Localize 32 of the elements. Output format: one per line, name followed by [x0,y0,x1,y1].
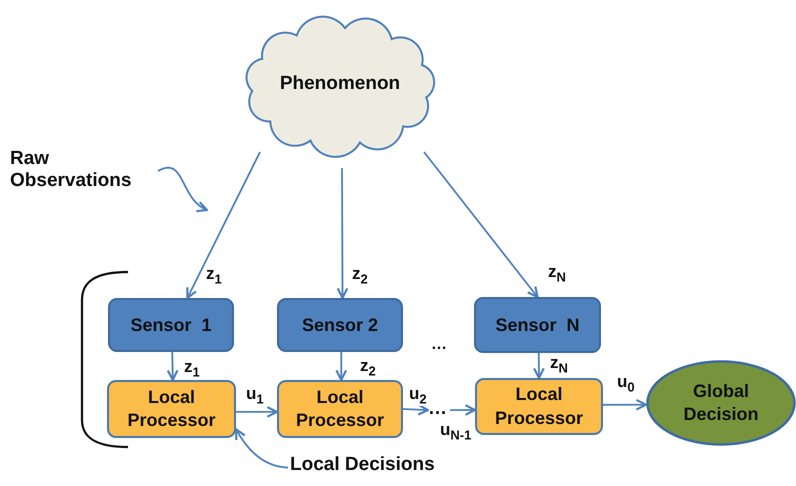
arrow [336,168,348,300]
curved-arrow [234,428,288,468]
node-label: Local Processor [294,386,386,432]
arrow [423,151,539,298]
sensor-box [277,298,403,352]
processor-box [107,380,236,438]
arrow [402,404,430,416]
node-label: Sensor N [495,314,580,336]
annotation-text: Local Decisions [290,454,435,476]
arrow [166,352,178,382]
node-label: Global Decision [682,380,760,426]
node-label: Sensor 1 [130,314,212,336]
sensor-box [108,298,234,352]
node-label: Sensor 2 [302,314,378,336]
arrow [533,353,545,380]
processor-box [475,378,603,435]
edge-label: z$_{1}$ [205,264,223,286]
arrow [186,152,261,300]
processor-box [277,380,403,438]
ellipsis-text: … [428,398,447,420]
annotation-text: Raw Observations [10,148,132,192]
sensor-box [474,297,601,353]
arrow [450,404,476,416]
node-label: Phenomenon [280,73,400,95]
ellipsis-text: … [431,336,447,354]
arrow [603,398,648,411]
curved-arrow [158,166,208,212]
arrow [335,352,348,382]
node-label: Local Processor [494,383,584,430]
decision-ellipse [646,360,796,446]
arrow [236,406,278,418]
node-label: Local Processor [126,386,217,432]
